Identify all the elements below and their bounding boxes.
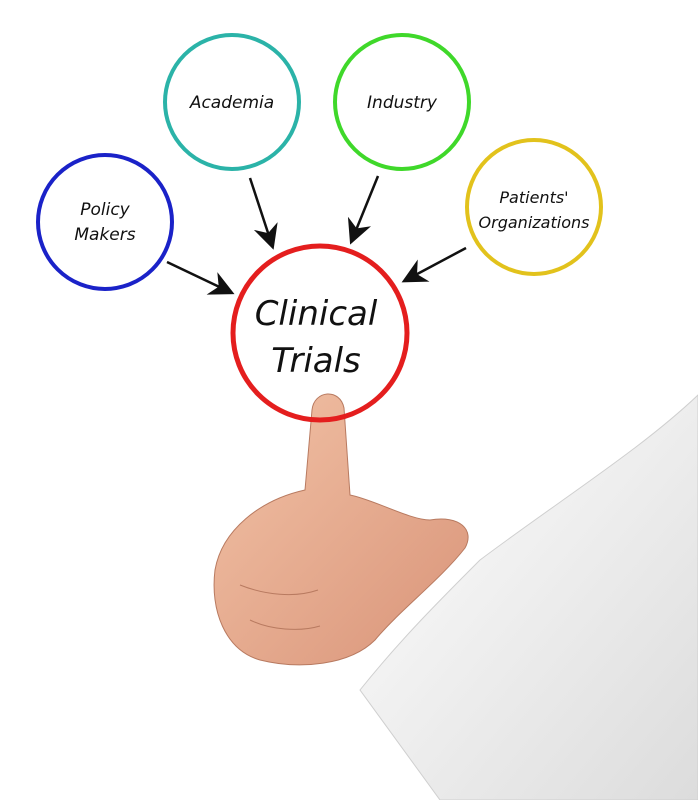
node-label: Makers <box>74 225 135 245</box>
arrow-industry <box>347 175 380 245</box>
node-label: Industry <box>367 93 438 113</box>
arrow-patients <box>401 246 467 283</box>
arrow-academia <box>248 177 278 250</box>
node-label: Organizations <box>479 213 590 232</box>
node-industry: Industry <box>333 33 471 171</box>
node-policy-makers: Policy Makers <box>36 153 174 291</box>
node-label: Policy <box>80 200 130 220</box>
node-clinical-trials: Clinical Trials <box>230 243 410 423</box>
center-label: Clinical <box>255 294 378 334</box>
center-label: Trials <box>271 341 361 381</box>
node-label: Patients' <box>499 188 568 207</box>
node-patients-organizations: Patients' Organizations <box>465 138 603 276</box>
pointing-hand-image <box>213 393 698 800</box>
arrow-policy <box>166 260 235 295</box>
node-academia: Academia <box>163 33 301 171</box>
node-label: Academia <box>189 93 274 113</box>
